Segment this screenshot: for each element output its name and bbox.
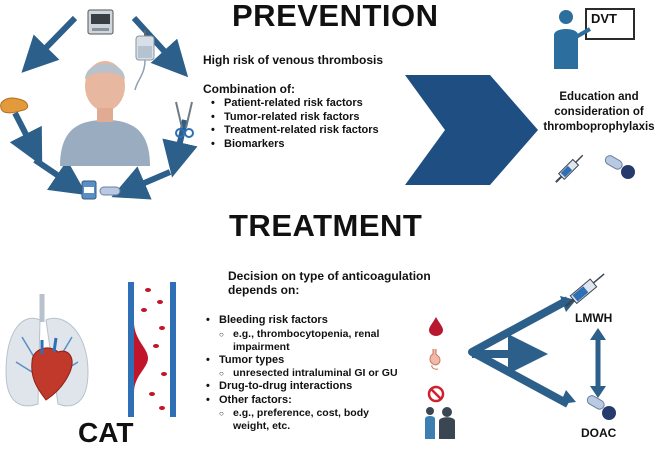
list-item: Tumor types	[203, 354, 428, 368]
scissors-icon	[175, 101, 194, 138]
option-doac: DOAC	[581, 426, 617, 440]
double-arrow	[590, 328, 606, 398]
cycle-arrows	[9, 15, 198, 200]
prevention-factor-list: Patient-related risk factors Tumor-relat…	[208, 97, 379, 151]
sub-list-item: unresected intraluminal GI or GU	[203, 367, 428, 380]
iv-bag-icon	[134, 30, 155, 91]
blood-drop-icon	[429, 317, 443, 336]
big-chevron-arrow	[405, 75, 538, 185]
prevention-heading: PREVENTION	[232, 0, 439, 33]
sub-list-item: e.g., thrombocytopenia, renal	[203, 328, 428, 341]
list-item: Tumor-related risk factors	[208, 111, 379, 125]
capsule-icon	[586, 395, 616, 420]
cat-label: CAT	[78, 417, 134, 448]
sub-list-item: impairment	[233, 340, 290, 353]
outcome-text: Education and consideration of thrombopr…	[543, 91, 655, 133]
stomach-icon	[429, 349, 441, 370]
decision-text: Decision on type of anticoagulation depe…	[228, 269, 431, 297]
capsule-icon	[604, 155, 635, 179]
syringe-icon	[565, 273, 605, 308]
risk-title: High risk of venous thrombosis	[203, 53, 384, 67]
sub-list-item: weight, etc.	[233, 420, 291, 432]
combination-title: Combination of:	[203, 82, 295, 96]
pills-icon	[81, 180, 121, 200]
people-icon	[425, 407, 455, 439]
machine-icon	[87, 9, 114, 35]
teacher-icon	[554, 8, 635, 69]
pancreas-icon	[0, 97, 29, 114]
list-item: Drug-to-drug interactions	[203, 380, 428, 394]
no-sign-icon	[427, 385, 445, 403]
list-item: Patient-related risk factors	[208, 97, 379, 111]
treatment-factor-list: Bleeding risk factors e.g., thrombocytop…	[203, 314, 428, 433]
board-label: DVT	[591, 11, 617, 26]
sub-list-item: e.g., preference, cost, body	[203, 407, 428, 420]
vessel-clot-icon	[128, 282, 176, 417]
option-lmwh: LMWH	[575, 311, 613, 325]
patient-icon	[60, 61, 150, 166]
list-item: Bleeding risk factors	[203, 314, 428, 328]
lungs-heart-icon	[5, 294, 89, 407]
list-item: Treatment-related risk factors	[208, 124, 379, 138]
branch-arrow	[468, 296, 576, 408]
syringe-icon	[555, 154, 584, 183]
list-item: Other factors:	[203, 394, 428, 408]
list-item: Biomarkers	[208, 138, 379, 152]
treatment-heading: TREATMENT	[229, 208, 423, 243]
